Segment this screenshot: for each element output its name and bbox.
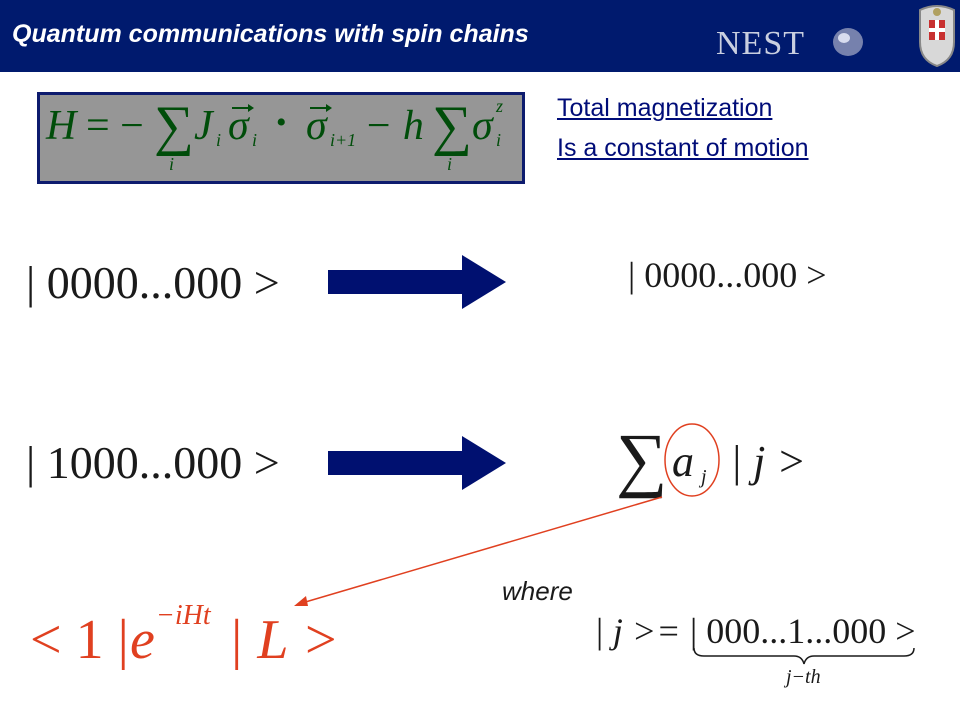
definition-rhs: | 000...1...000 >	[690, 611, 916, 651]
vector-arrow-icon	[310, 104, 332, 112]
right-arrow-icon	[328, 436, 506, 490]
right-arrow-icon	[328, 255, 506, 309]
amplitude-exponent: −iHt	[156, 600, 211, 631]
amplitude-exp-base: e	[130, 609, 155, 671]
final-state-zero: | 0000...000 >	[628, 255, 827, 295]
where-label: where	[502, 576, 573, 606]
definition-lhs: | j >=	[594, 611, 681, 651]
initial-state-zero: | 0000...000 >	[26, 257, 280, 308]
hamiltonian-equation: H = − ∑ i J i σ i • σ i+1 − h ∑ i σ z i	[46, 95, 504, 174]
underbrace-label: j−th	[786, 666, 821, 688]
amplitude-ket: | L >	[228, 609, 340, 671]
header-bar: Quantum communications with spin chains …	[0, 0, 960, 72]
pointer-arrowhead-icon	[294, 596, 308, 606]
amplitude-a: a	[672, 437, 694, 486]
slide-title: Quantum communications with spin chains	[12, 20, 529, 48]
university-crest-icon	[919, 5, 955, 68]
note-line-2: Is a constant of motion	[557, 134, 809, 162]
vector-arrow-icon	[232, 104, 254, 112]
note-line-1: Total magnetization	[557, 94, 773, 122]
initial-state-one: | 1000...000 >	[26, 437, 280, 488]
ket-j: | j >	[730, 437, 807, 486]
underbrace-icon	[693, 647, 915, 665]
amplitude-subscript: j	[701, 466, 707, 488]
nest-logo-icon: NEST	[716, 25, 863, 62]
highlight-circle	[664, 423, 720, 497]
pointer-line	[301, 496, 663, 604]
amplitude-bra: < 1 |	[30, 609, 129, 671]
logo-text: NEST	[716, 25, 805, 62]
sum-symbol: ∑	[616, 419, 668, 499]
hamiltonian-box	[37, 92, 525, 184]
